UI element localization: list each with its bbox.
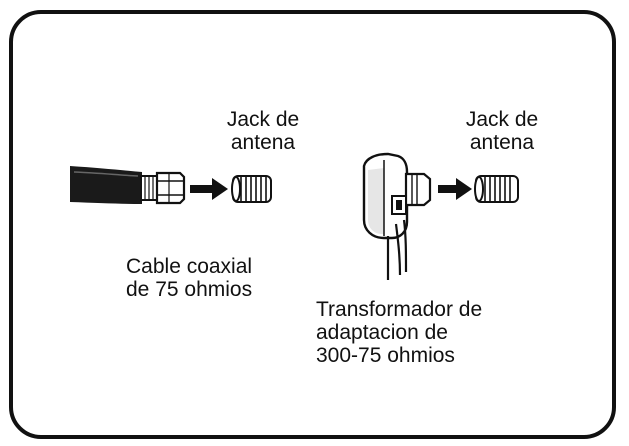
arrow-right-icon [438, 178, 472, 200]
antenna-jack-label-right-line1: Jack de [465, 108, 539, 131]
antenna-jack-label-right: Jack de antena [442, 108, 562, 154]
antenna-jack-label-right-line2: antena [469, 131, 535, 154]
transformer-label-line2: adaptacion de [316, 321, 448, 344]
coaxial-cable-label-line1: Cable coaxial [126, 255, 253, 278]
antenna-jack-label-left-line2: antena [230, 131, 296, 154]
matching-transformer-icon [362, 152, 432, 280]
transformer-label: Transformador de adaptacion de 300-75 oh… [316, 298, 482, 367]
coaxial-cable-label-line2: de 75 ohmios [126, 278, 253, 301]
antenna-jack-label-left-line1: Jack de [226, 108, 300, 131]
antenna-jack-icon [231, 175, 272, 203]
arrow-right-icon [190, 178, 228, 200]
coaxial-cable-icon [70, 166, 186, 205]
antenna-jack-label-left: Jack de antena [203, 108, 323, 154]
antenna-jack-icon [474, 175, 519, 203]
frame-border [9, 10, 616, 439]
transformer-label-line1: Transformador de [316, 298, 483, 321]
coaxial-cable-label: Cable coaxial de 75 ohmios [126, 255, 252, 301]
transformer-label-line3: 300-75 ohmios [316, 344, 455, 367]
